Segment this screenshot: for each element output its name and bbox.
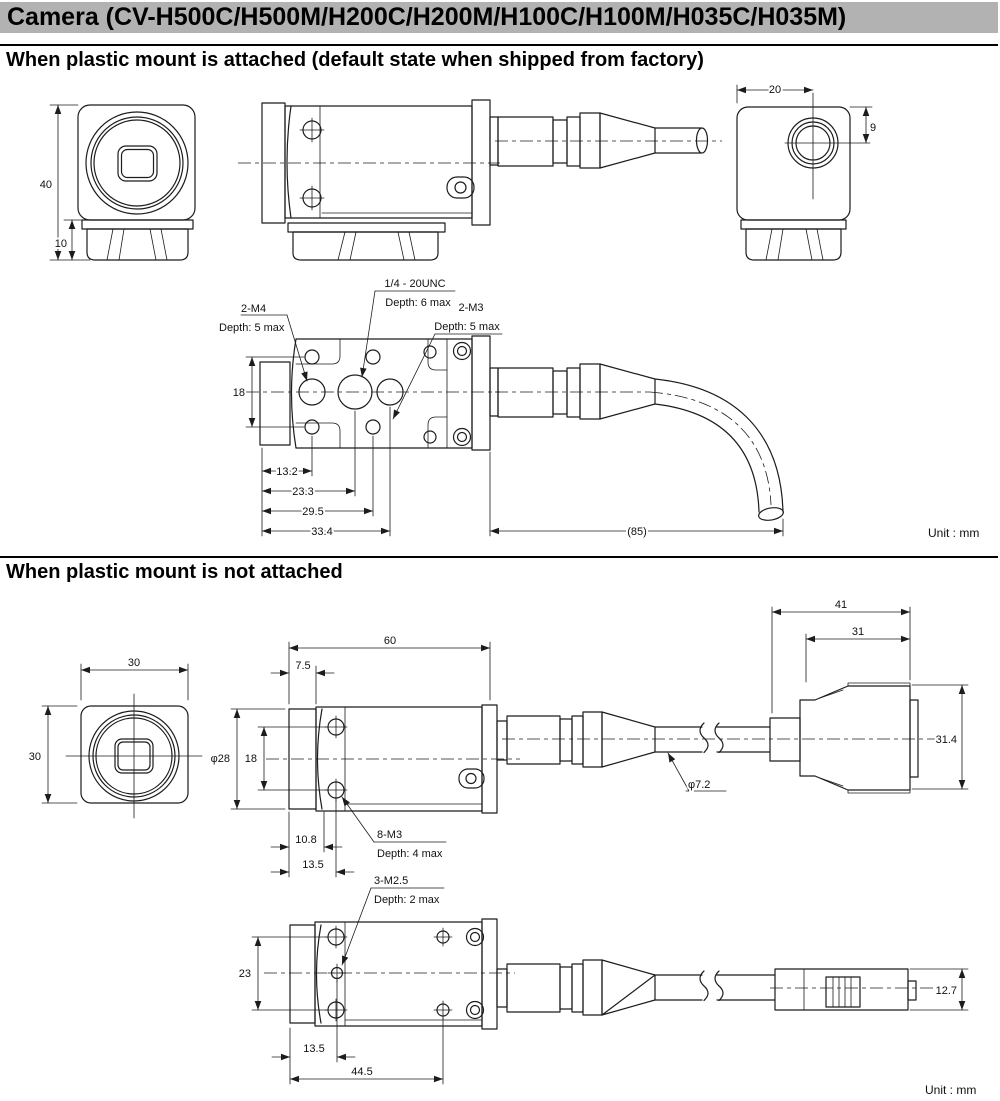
dim-hole-span-2: 18 bbox=[245, 753, 257, 765]
dim-33-4: 33.4 bbox=[311, 526, 332, 538]
side-view-mounted bbox=[238, 99, 722, 261]
plastic-mount-rear bbox=[740, 219, 847, 261]
label-2-m4: 2-M4 bbox=[241, 303, 266, 315]
label-8-m3-depth: Depth: 4 max bbox=[377, 848, 443, 860]
dim-13-5-bottom: 13.5 bbox=[303, 1043, 324, 1055]
side-view-unmounted: 60 7.5 φ28 18 10.8 13.5 8-M3 Depth: 4 ma… bbox=[209, 597, 969, 878]
label-3-m25-depth: Depth: 2 max bbox=[374, 894, 440, 906]
plastic-mount-side bbox=[287, 222, 446, 261]
dim-body-length: 60 bbox=[384, 635, 396, 647]
dim-44-5: 44.5 bbox=[351, 1066, 372, 1078]
label-unc: 1/4 - 20UNC bbox=[384, 278, 445, 290]
front-view-mounted: 40 10 bbox=[38, 104, 196, 261]
bottom-view-mounted: 2-M4 Depth: 5 max 1/4 - 20UNC Depth: 6 m… bbox=[217, 276, 981, 542]
screw-holes-bottom-2 bbox=[324, 925, 485, 1022]
dim-connector-body-length: 31 bbox=[852, 626, 864, 638]
rear-view-mounted: 20 9 bbox=[736, 82, 878, 261]
label-3-m25: 3-M2.5 bbox=[374, 875, 408, 887]
dim-rear-offset-x: 20 bbox=[769, 84, 781, 96]
cable-connector-bottom bbox=[489, 363, 784, 521]
label-2-m3: 2-M3 bbox=[458, 302, 483, 314]
slot-feature bbox=[446, 176, 475, 199]
mounting-holes bbox=[298, 341, 472, 447]
cable-connector-side-2 bbox=[496, 682, 938, 794]
dim-front-length: 7.5 bbox=[295, 660, 310, 672]
dim-13-5-side: 13.5 bbox=[302, 859, 323, 871]
cable-break-mark bbox=[699, 722, 709, 754]
screw-hole bbox=[299, 117, 325, 211]
bottom-view-unmounted: 3-M2.5 Depth: 2 max bbox=[237, 873, 979, 1099]
dim-rear-offset-y: 9 bbox=[870, 122, 876, 134]
label-2-m3-depth: Depth: 5 max bbox=[434, 321, 500, 333]
cable-connector-bottom-2 bbox=[496, 959, 938, 1016]
unit-note-1: Unit : mm bbox=[928, 526, 979, 540]
dim-front-height: 40 bbox=[40, 179, 52, 191]
lens-mount-circle bbox=[85, 111, 189, 215]
label-8-m3: 8-M3 bbox=[377, 829, 402, 841]
dim-cable-dia: φ7.2 bbox=[688, 779, 710, 791]
dim-front-height-2: 30 bbox=[29, 751, 41, 763]
screw-hole-2 bbox=[324, 715, 348, 802]
plastic-mount-front bbox=[81, 219, 194, 261]
dim-13-2: 13.2 bbox=[276, 466, 297, 478]
section-heading-mount-not-attached: When plastic mount is not attached bbox=[0, 556, 998, 584]
dim-23-3: 23.3 bbox=[292, 486, 313, 498]
dim-mount-height: 10 bbox=[55, 238, 67, 250]
dim-10-8: 10.8 bbox=[295, 834, 316, 846]
page-title: Camera (CV-H500C/H500M/H200C/H200M/H100C… bbox=[0, 2, 998, 33]
page-title-text: Camera (CV-H500C/H500M/H200C/H200M/H100C… bbox=[7, 3, 847, 31]
unit-note-2: Unit : mm bbox=[925, 1083, 976, 1097]
label-2-m4-depth: Depth: 5 max bbox=[219, 322, 285, 334]
dim-lens-dia: φ28 bbox=[211, 753, 230, 765]
dim-cable-length: (85) bbox=[627, 526, 647, 538]
slot-feature-2 bbox=[458, 768, 485, 789]
dim-hole-span-bottom-2: 23 bbox=[239, 968, 251, 980]
label-unc-depth: Depth: 6 max bbox=[385, 297, 451, 309]
front-view-unmounted: 30 30 bbox=[27, 655, 203, 819]
dim-connector-height-bottom: 12.7 bbox=[936, 985, 957, 997]
section-heading-mount-attached: When plastic mount is attached (default … bbox=[0, 44, 998, 72]
dim-connector-length: 41 bbox=[835, 599, 847, 611]
dim-29-5: 29.5 bbox=[302, 506, 323, 518]
cable-connector-side bbox=[489, 112, 722, 169]
dim-connector-height: 31.4 bbox=[936, 734, 957, 746]
dim-hole-span: 18 bbox=[233, 387, 245, 399]
dim-front-width-2: 30 bbox=[128, 657, 140, 669]
